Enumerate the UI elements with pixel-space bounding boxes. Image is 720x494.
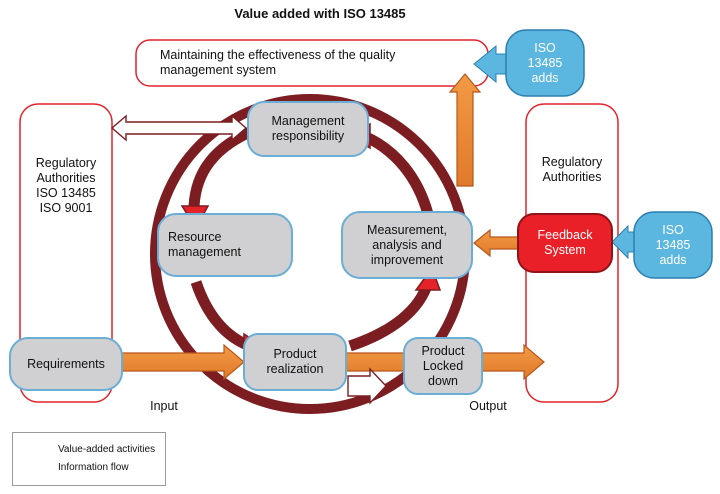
feedback-label: Feedback System <box>537 228 593 257</box>
info-flow-arrow-left <box>110 114 248 142</box>
feedback-box <box>517 213 613 273</box>
requirements-box <box>9 337 123 391</box>
cycle-arrow-resource-to-product <box>190 280 253 352</box>
iso-badge-top-shape <box>505 29 585 97</box>
left-column-outline <box>19 103 113 403</box>
info-flow-arrow-bottom <box>347 367 387 405</box>
input-arrow <box>111 343 245 381</box>
vertical-up-arrow <box>448 73 482 187</box>
product-locked-label: Product Locked down <box>421 343 465 388</box>
legend <box>12 432 166 486</box>
input-label: Input <box>150 398 178 413</box>
right-column-label: Regulatory Authorities <box>541 155 603 184</box>
left-column-label: Regulatory Authorities ISO 13485 ISO 900… <box>35 156 97 215</box>
resource-box <box>157 213 293 277</box>
management-box <box>247 101 369 157</box>
measurement-box <box>341 211 473 279</box>
diagram-title: Value added with ISO 13485 <box>234 6 406 21</box>
product-locked-box <box>403 337 483 395</box>
legend-value-added-label: Value-added activities <box>58 444 156 455</box>
iso-badge-top-label: ISO 13485 adds <box>527 40 563 85</box>
resource-label: Resource management <box>168 230 241 259</box>
output-label: Output <box>469 398 507 413</box>
legend-information-label: Information flow <box>58 462 129 473</box>
product-realization-label: Product realization <box>266 347 324 376</box>
requirements-label: Requirements <box>27 356 105 371</box>
cycle-arrow-product-to-measurement <box>348 280 434 352</box>
top-box-label: Maintaining the effectiveness of the qua… <box>160 48 396 77</box>
iso-badge-right-shape <box>633 211 713 279</box>
product-realization-box <box>243 333 347 391</box>
iso-badge-right-label: ISO 13485 adds <box>655 222 691 267</box>
cycle-arrow-measurement-to-mgmt <box>361 130 434 216</box>
management-label: Management responsibility <box>271 114 345 143</box>
measurement-label: Measurement, analysis and improvement <box>367 222 447 267</box>
